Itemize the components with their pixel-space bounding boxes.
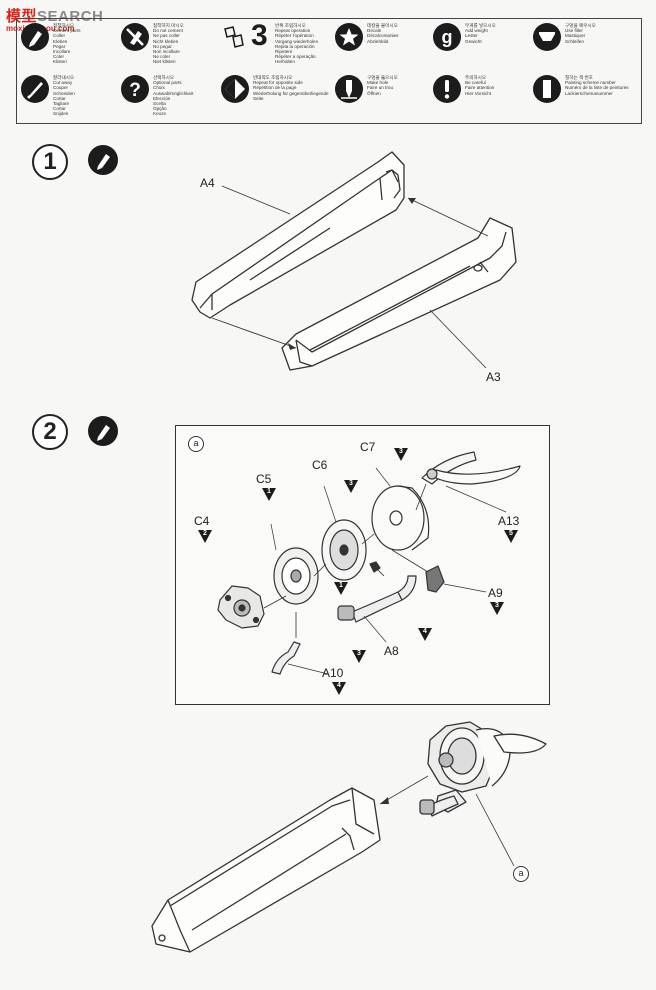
subassembly-box: a xyxy=(175,425,550,705)
no-cement-icon xyxy=(121,23,149,51)
watermark-brand: 模型SEARCH xyxy=(6,5,103,26)
paint-mark-a9: 3 xyxy=(490,602,504,615)
final-assembly-ref: a xyxy=(513,866,529,882)
legend-text: 주의하시오 Be careful Faire attention Hier Vo… xyxy=(465,75,495,96)
watermark-brand-red: 模型 xyxy=(6,8,38,25)
cement-icon xyxy=(21,23,49,51)
drill-icon xyxy=(335,75,363,103)
legend-item-opposite-side: 반대쪽도 조립하시오 Repeat for opposite side Répé… xyxy=(221,75,329,119)
legend-text: 데칼을 붙이시오 Decals Décalcomanies Abziehbild xyxy=(367,23,399,44)
legend-item-weight: g 무게를 넣으시오 Add weight Lester Gewicht xyxy=(433,23,533,67)
label-c6: C6 xyxy=(312,458,328,472)
paint-mark-a8-end: 3 xyxy=(352,650,366,663)
legend-item-cement: 접착하시오 Cement parts Coller Kleben Pegar I… xyxy=(21,23,121,67)
watermark-brand-grey: SEARCH xyxy=(37,8,104,25)
legend-text: 반대쪽도 조립하시오 Repeat for opposite side Répé… xyxy=(253,75,329,101)
repeat-number: 3 xyxy=(251,19,268,52)
step-2-number: 2 xyxy=(32,414,68,450)
optional-icon: ? xyxy=(121,75,149,103)
legend-text: 잘라내시오 Cut away Couper Schneiden Cortar T… xyxy=(53,75,75,117)
caution-icon xyxy=(433,75,461,103)
legend-item-caution: 주의하시오 Be careful Faire attention Hier Vo… xyxy=(433,75,533,119)
svg-text:g: g xyxy=(442,27,453,47)
legend-item-paint-number: 칠하는 색 번호 Painting scheme number Numéro d… xyxy=(533,75,633,119)
legend-item-cut: 잘라내시오 Cut away Couper Schneiden Cortar T… xyxy=(21,75,121,119)
cut-icon xyxy=(21,75,49,103)
paint-mark-c6-inner: 1 xyxy=(334,582,348,595)
label-a10: A10 xyxy=(322,666,344,680)
paint-mark-c5: 1 xyxy=(262,488,276,501)
cement-icon xyxy=(88,416,118,446)
star-icon xyxy=(335,23,363,51)
label-a9: A9 xyxy=(488,586,503,600)
legend-text: 선택하시오 Optional parts Choix Auswahlmöglic… xyxy=(153,75,194,117)
paint-mark-c4: 2 xyxy=(198,530,212,543)
step-1-hull-drawing xyxy=(191,151,517,371)
paint-mark-a8: 4 xyxy=(418,628,432,641)
label-a3: A3 xyxy=(486,370,501,384)
legend-text: 구멍을 뚫으시오 Make hole Faire un trou Öffnen xyxy=(367,75,398,96)
label-a4: A4 xyxy=(200,176,215,190)
opposite-side-icon xyxy=(221,75,249,103)
label-a13: A13 xyxy=(498,514,520,528)
label-a8: A8 xyxy=(384,644,399,658)
paint-mark-c6: 3 xyxy=(344,480,358,493)
legend-text: 접착하시오 Cement parts Coller Kleben Pegar I… xyxy=(53,23,81,65)
paint-mark-a13: 5 xyxy=(504,530,518,543)
paint-mark-c7: 3 xyxy=(394,448,408,461)
legend-item-drill: 구멍을 뚫으시오 Make hole Faire un trou Öffnen xyxy=(335,75,435,119)
repeat-icon xyxy=(221,23,249,51)
legend-item-filler: 구멍을 메우시오 Use filler Mastiquer Schleifen xyxy=(533,23,633,67)
legend-text: 접착하지 마시오 Do not cement Ne pas coller Nic… xyxy=(153,23,184,65)
filler-icon xyxy=(533,23,561,51)
label-c7: C7 xyxy=(360,440,376,454)
legend-item-optional: ? 선택하시오 Optional parts Choix Auswahlmögl… xyxy=(121,75,221,119)
paint-mark-a10: 4 xyxy=(332,682,346,695)
legend-item-no-cement: 접착하지 마시오 Do not cement Ne pas coller Nic… xyxy=(121,23,221,67)
engine-exploded-drawing xyxy=(217,451,521,675)
paint-number-icon xyxy=(533,75,561,103)
weight-icon: g xyxy=(433,23,461,51)
legend-text: 칠하는 색 번호 Painting scheme number Numéro d… xyxy=(565,75,629,96)
legend-item-decal: 데칼을 붙이시오 Decals Décalcomanies Abziehbild xyxy=(335,23,435,67)
symbol-legend: 접착하시오 Cement parts Coller Kleben Pegar I… xyxy=(16,18,642,124)
legend-text: 반복 조립하시오 Repeat operation Répéter l'opér… xyxy=(275,23,319,65)
label-c4: C4 xyxy=(194,514,210,528)
cement-icon xyxy=(88,145,118,175)
subassembly-ref: a xyxy=(188,436,204,452)
legend-text: 구멍을 메우시오 Use filler Mastiquer Schleifen xyxy=(565,23,596,44)
legend-item-repeat: 3 반복 조립하시오 Repeat operation Répéter l'op… xyxy=(221,19,321,67)
svg-text:?: ? xyxy=(129,80,141,101)
step-1-number: 1 xyxy=(32,144,68,180)
label-c5: C5 xyxy=(256,472,272,486)
legend-text: 무게를 넣으시오 Add weight Lester Gewicht xyxy=(465,23,496,44)
